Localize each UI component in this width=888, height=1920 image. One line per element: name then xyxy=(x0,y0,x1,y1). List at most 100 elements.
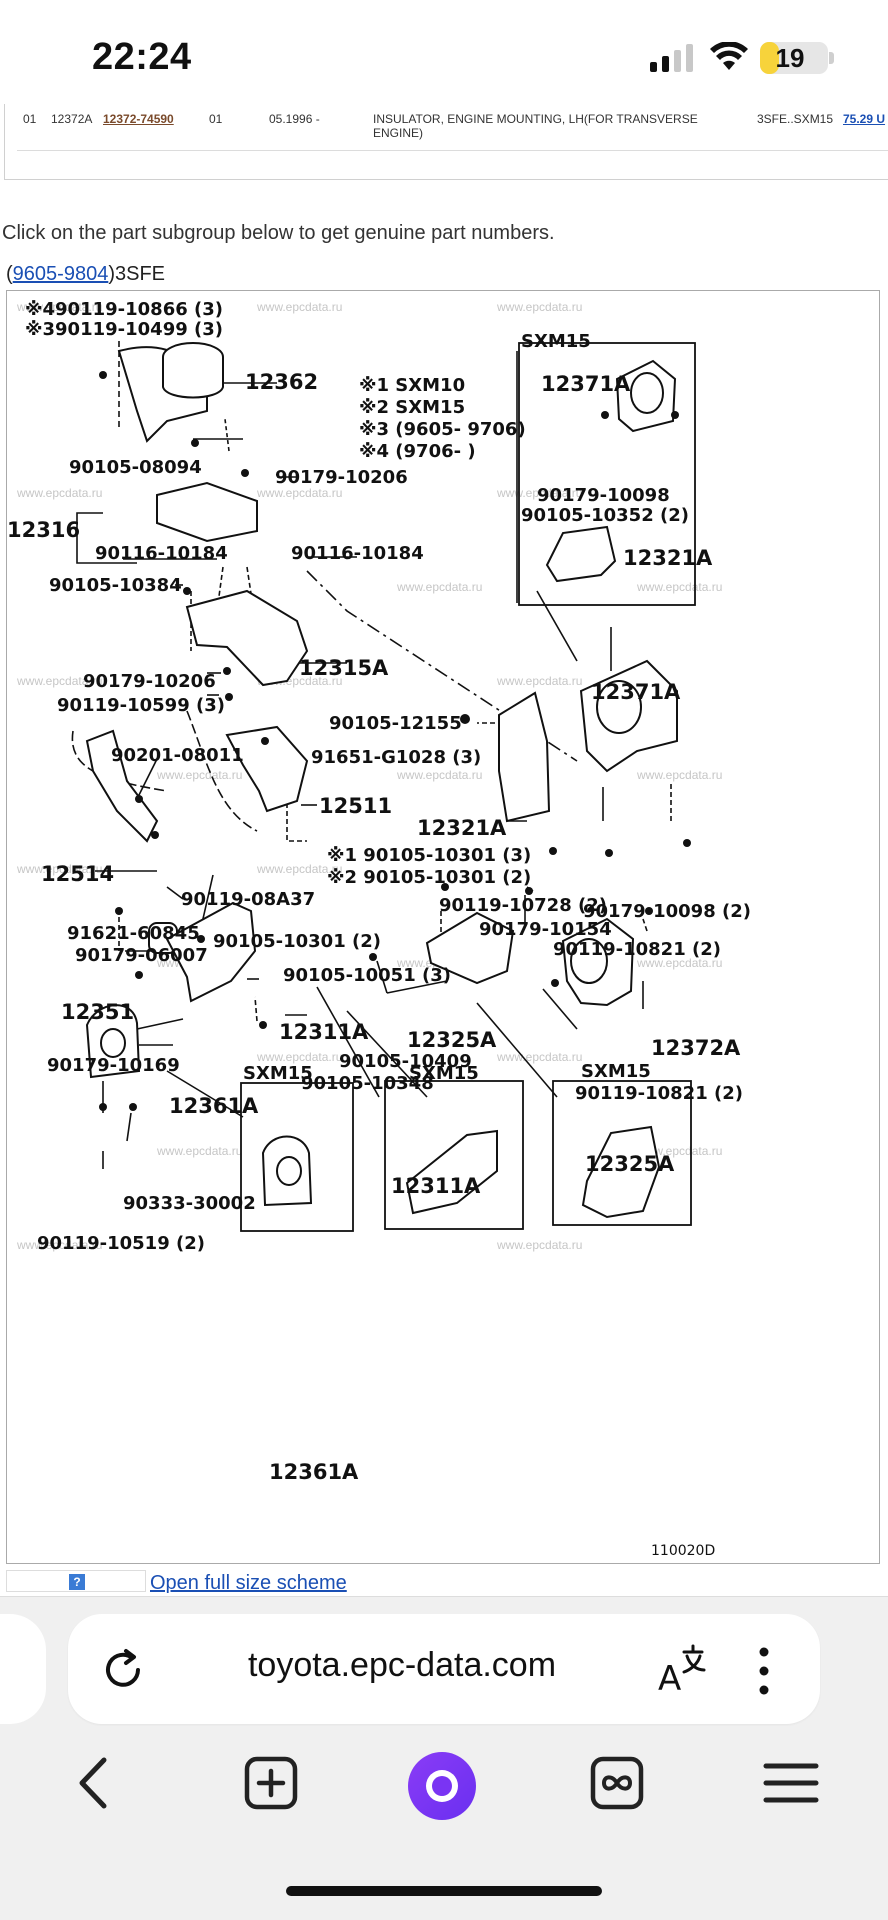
menu-icon[interactable] xyxy=(756,1748,826,1818)
watermark: www.epcdata.ru xyxy=(496,674,582,688)
tab-edge-pill[interactable] xyxy=(0,1614,46,1724)
watermark: www.epcdata.ru xyxy=(16,486,102,500)
diagram-canvas: www.epcdata.ru www.epcdata.ru www.epcdat… xyxy=(7,299,751,1559)
part-label: 12311A xyxy=(391,1174,481,1198)
part-number-link[interactable]: 12372-74590 xyxy=(103,112,174,126)
svg-text:A: A xyxy=(658,1659,681,1696)
part-12371A-bushing xyxy=(596,680,642,734)
bottom-navigation xyxy=(0,1748,888,1828)
part-label: 12514 xyxy=(41,862,114,886)
part-label: 90105-10301 (2) xyxy=(213,931,381,952)
address-bar[interactable] xyxy=(68,1614,820,1724)
part-label: 90179-10206 xyxy=(83,671,216,692)
price-link[interactable]: 75.29 U xyxy=(843,112,886,126)
note-3: ※3 (9605- 9706) xyxy=(359,419,526,440)
note-2: ※2 SXM15 xyxy=(359,397,465,418)
watermark: www.epcdata.ru xyxy=(256,862,342,876)
part-label: 90119-10599 (3) xyxy=(57,695,225,716)
watermark: www.epcdata.ru xyxy=(636,768,722,782)
part-12316 xyxy=(156,481,258,543)
part-12511 xyxy=(225,725,309,813)
part-label: 90119-10519 (2) xyxy=(37,1233,205,1254)
part-label: 90105-08094 xyxy=(69,457,202,478)
part-label: 90179-10169 xyxy=(47,1055,180,1076)
instruction-text: Click on the part subgroup below to get … xyxy=(2,222,555,244)
part-label: 90119-10821 (2) xyxy=(575,1083,743,1104)
part-label: 12362 xyxy=(245,370,318,394)
assistant-button[interactable] xyxy=(408,1752,476,1820)
open-full-scheme-link[interactable]: Open full size scheme xyxy=(150,1572,347,1594)
part-label: 12511 xyxy=(319,794,392,818)
inset-title: SXM15 xyxy=(243,1063,313,1084)
part-label: 12371A xyxy=(591,680,681,704)
home-indicator[interactable] xyxy=(286,1886,602,1896)
battery-fill xyxy=(760,42,779,74)
url-text[interactable]: toyota.epc-data.com xyxy=(247,1646,557,1684)
part-label: 12325A xyxy=(585,1152,675,1176)
inset-boxes xyxy=(240,342,696,1232)
part-label: 12372A xyxy=(651,1036,741,1060)
watermark: www.epcdata.ru xyxy=(496,1050,582,1064)
part-label: 90119-10821 (2) xyxy=(553,939,721,960)
parts-result-table: 01 12372A 12372-74590 01 05.1996 - INSUL… xyxy=(4,104,888,180)
parts-diagram[interactable]: www.epcdata.ru www.epcdata.ru www.epcdat… xyxy=(6,290,880,1564)
part-label: 12371A xyxy=(541,372,631,396)
part-12321A-main xyxy=(498,691,551,823)
back-icon[interactable] xyxy=(60,1748,130,1818)
status-bar: 22:24 19 xyxy=(0,0,888,104)
row-divider xyxy=(17,150,888,151)
subgroup-suffix: )3SFE xyxy=(108,263,166,285)
reload-icon[interactable] xyxy=(100,1647,146,1693)
watermark: www.epcdata.ru xyxy=(16,1238,102,1252)
part-12325A xyxy=(425,911,515,985)
battery-nub xyxy=(829,52,834,64)
help-icon[interactable]: ? xyxy=(69,1574,85,1590)
part-12311A xyxy=(165,901,257,1003)
inset-titles: SXM15 SXM15 SXM15 SXM15 xyxy=(243,331,651,1084)
part-label: 90201-08011 xyxy=(111,745,244,766)
part-label: 12315A xyxy=(299,656,389,680)
part-12362-body xyxy=(162,357,224,399)
watermark: www.epcdata.ru xyxy=(256,1050,342,1064)
watermark: www.epcdata.ru xyxy=(16,674,102,688)
watermark: www.epcdata.ru xyxy=(396,768,482,782)
part-label: 90105-10384 xyxy=(49,575,182,596)
diagram-notes: ※1 SXM10 ※2 SXM15 ※3 (9605- 9706) ※4 (97… xyxy=(359,375,526,462)
watermark: www.epcdata.ru xyxy=(636,1144,722,1158)
part-label: 91621-60845 xyxy=(67,923,200,944)
signal-icon xyxy=(650,44,693,72)
inset-title: SXM15 xyxy=(581,1061,651,1082)
more-menu-icon[interactable] xyxy=(754,1646,774,1696)
part-label: 90116-10184 xyxy=(291,543,424,564)
note-4: ※4 (9706- ) xyxy=(359,441,476,462)
cell-date: 05.1996 - xyxy=(269,112,320,126)
watermark: www.epcdata.ru xyxy=(156,768,242,782)
cell-col1: 01 xyxy=(23,112,37,126)
help-box: ? xyxy=(6,1570,146,1592)
part-12311A-inset xyxy=(405,1129,498,1215)
battery-level: 19 xyxy=(775,43,805,73)
part-label: 90116-10184 xyxy=(95,543,228,564)
part-label: 12316 xyxy=(7,518,80,542)
cell-code: 12372A xyxy=(51,112,93,126)
part-label: 12361A xyxy=(269,1460,359,1484)
subgroup-title: (9605-9804)3SFE xyxy=(6,263,165,286)
tabs-icon[interactable] xyxy=(582,1748,652,1818)
wifi-icon xyxy=(710,42,748,70)
part-label: ※1 90105-10301 (3) xyxy=(327,845,531,866)
subgroup-link[interactable]: 9605-9804 xyxy=(12,263,109,285)
part-label: 90119-10728 (2) xyxy=(439,895,607,916)
translate-icon[interactable]: A xyxy=(656,1642,710,1696)
part-label: ※2 90105-10301 (2) xyxy=(327,867,531,888)
leader-lines xyxy=(71,341,672,1169)
watermark: www.epcdata.ru xyxy=(16,862,102,876)
new-tab-icon[interactable] xyxy=(236,1748,306,1818)
cell-description-1: INSULATOR, ENGINE MOUNTING, LH(FOR TRANS… xyxy=(373,112,698,126)
table-row: 01 12372A 12372-74590 01 05.1996 - INSUL… xyxy=(5,104,888,152)
cell-description-2: ENGINE) xyxy=(373,126,424,140)
part-label: 12361A xyxy=(169,1094,259,1118)
inset-title: SXM15 xyxy=(521,331,591,352)
subgroup-prefix: ( xyxy=(6,263,13,285)
inset-title: SXM15 xyxy=(409,1063,479,1084)
part-12321A-inset xyxy=(545,525,617,583)
